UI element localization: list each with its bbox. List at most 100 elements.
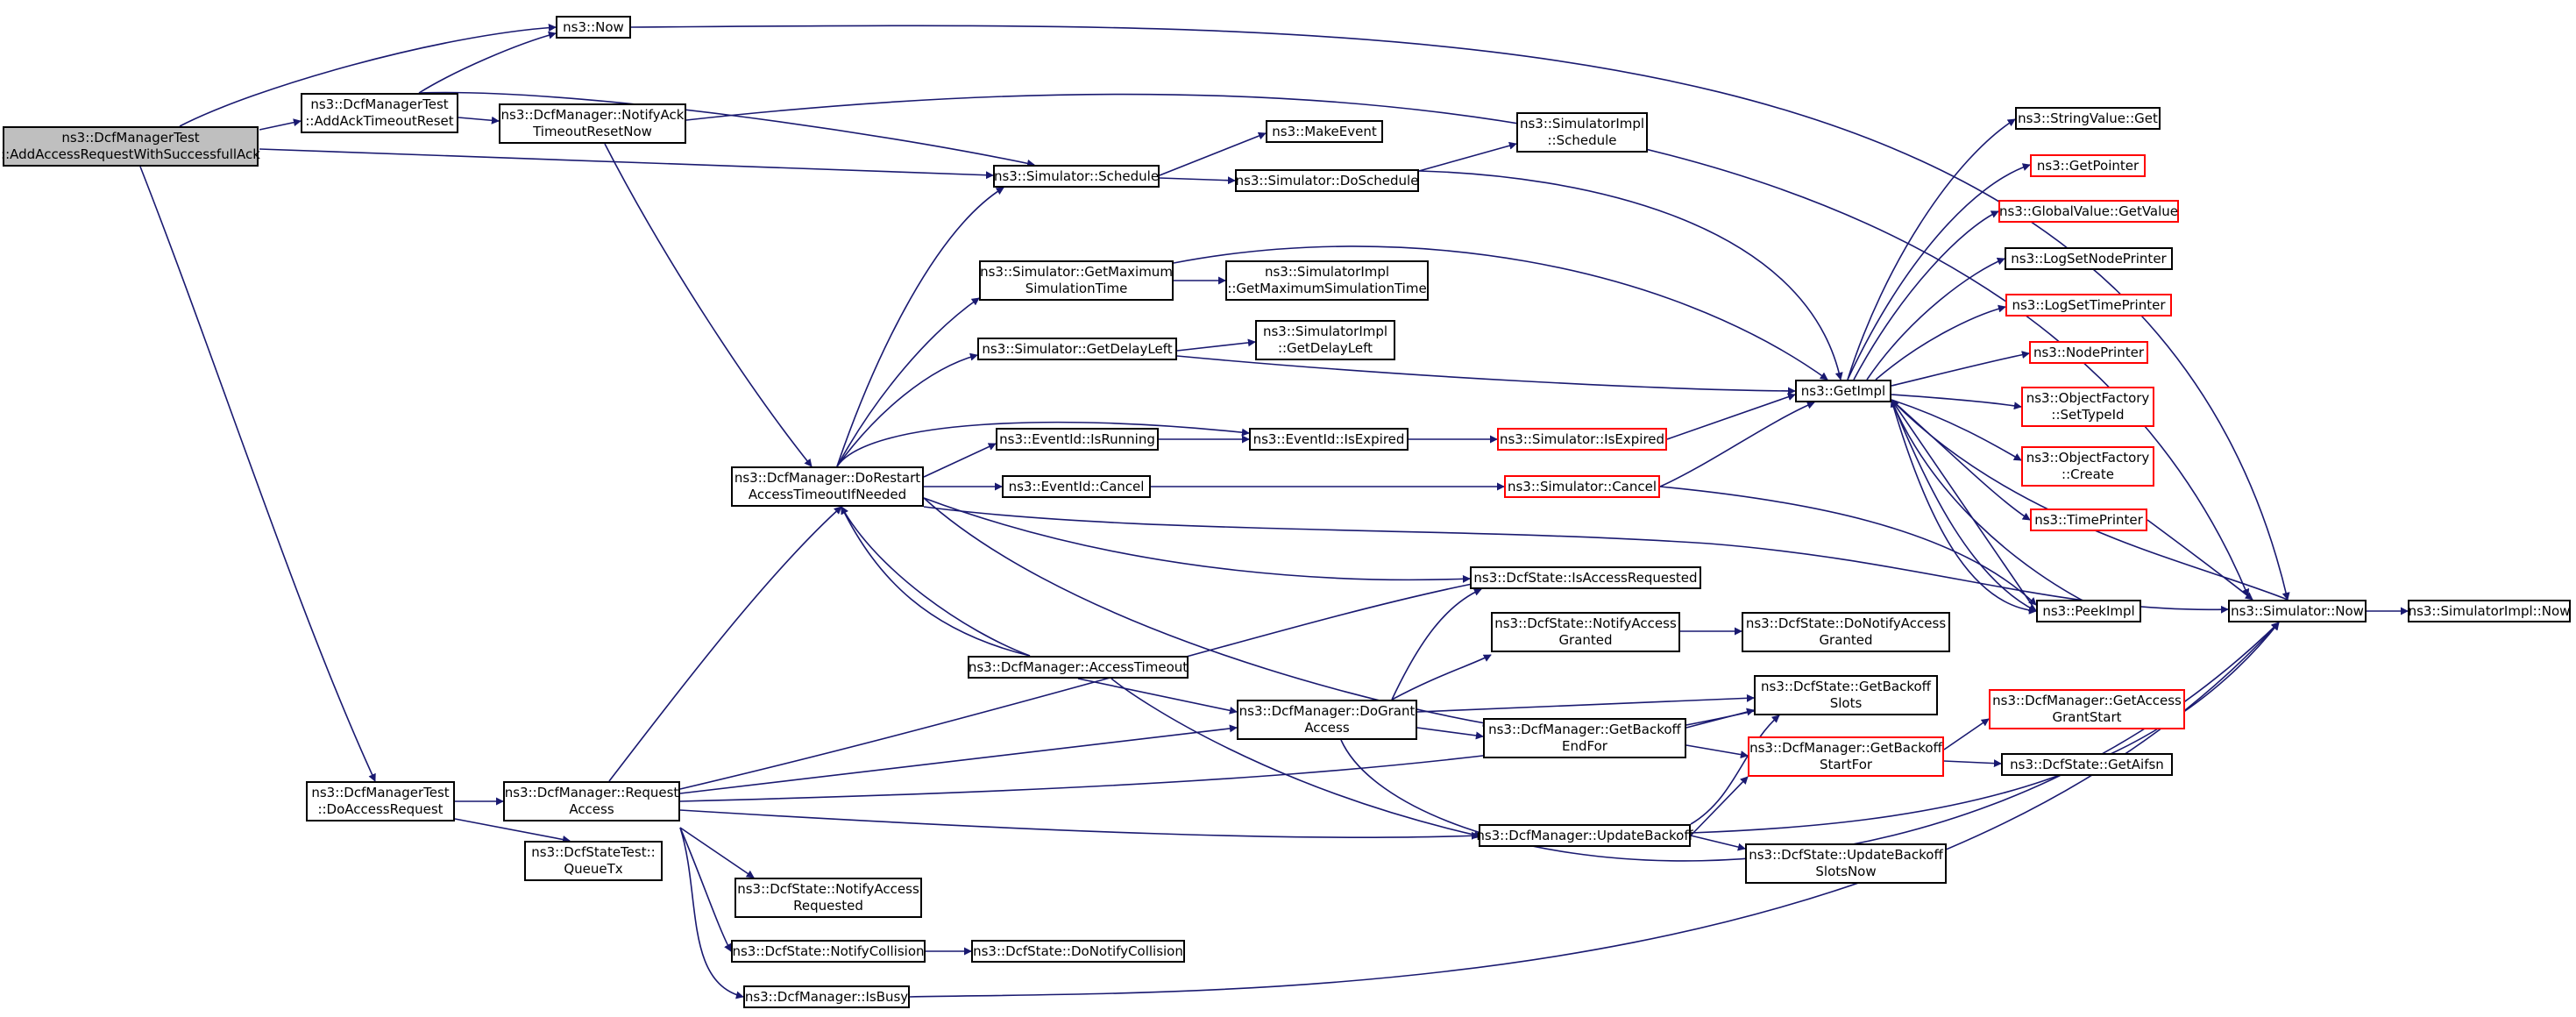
call-edge	[1418, 170, 1843, 380]
node-make-event[interactable]: ns3::MakeEvent	[1266, 120, 1383, 143]
call-edge	[679, 724, 1238, 794]
call-edge	[418, 91, 1035, 167]
node-simulator-now[interactable]: ns3::Simulator::Now	[2228, 600, 2367, 622]
node-log-set-time-printer[interactable]: ns3::LogSetTimePrinter	[2005, 294, 2172, 316]
call-edge	[841, 506, 1031, 657]
node-label-line: ns3::PeekImpl	[2042, 602, 2135, 619]
node-event-id-is-running[interactable]: ns3::EventId::IsRunning	[996, 428, 1159, 451]
call-edge	[1659, 401, 1815, 487]
call-edge	[1418, 141, 1517, 172]
node-label-line: ns3::Simulator::IsExpired	[1499, 430, 1665, 447]
node-label-line: ns3::DcfManager::UpdateBackoff	[1476, 827, 1693, 843]
call-edge	[1943, 759, 2002, 768]
call-edge	[1176, 338, 1256, 352]
node-label-line: ns3::DcfManager::Request	[504, 785, 679, 800]
node-label-line: ns3::DcfManager::DoGrant	[1238, 703, 1416, 719]
call-edge	[1891, 399, 2037, 615]
node-queue-tx[interactable]: ns3::DcfStateTest:: QueueTx	[524, 841, 663, 881]
node-label-line: ns3::SimulatorImpl	[1519, 116, 1645, 132]
call-edge	[836, 352, 978, 467]
call-edge	[1853, 210, 1999, 380]
node-update-backoff[interactable]: ns3::DcfManager::UpdateBackoff	[1476, 824, 1693, 847]
node-node-printer[interactable]: ns3::NodePrinter	[2029, 341, 2148, 364]
node-do-restart-access-timeout-if-needed[interactable]: ns3::DcfManager::DoRestart AccessTimeout…	[731, 466, 924, 507]
node-get-backoff-slots[interactable]: ns3::DcfState::GetBackoff Slots	[1754, 675, 1938, 715]
call-edge	[1176, 355, 1796, 395]
node-get-backoff-end-for[interactable]: ns3::DcfManager::GetBackoff EndFor	[1483, 718, 1686, 758]
node-object-factory-set-type-id[interactable]: ns3::ObjectFactory ::SetTypeId	[2021, 387, 2154, 427]
node-notify-ack-timeout-reset-now[interactable]: ns3::DcfManager::NotifyAck TimeoutResetN…	[499, 103, 686, 144]
node-simulator-impl-get-maximum-simulation-time[interactable]: ns3::SimulatorImpl ::GetMaximumSimulatio…	[1225, 260, 1429, 301]
node-is-access-requested[interactable]: ns3::DcfState::IsAccessRequested	[1470, 566, 1701, 589]
node-get-aifsn[interactable]: ns3::DcfState::GetAifsn	[2001, 753, 2173, 776]
call-edge	[1943, 718, 1990, 750]
node-notify-access-requested[interactable]: ns3::DcfState::NotifyAccess Requested	[734, 878, 922, 918]
node-label-line: ns3::Now	[563, 18, 624, 35]
node-simulator-impl-schedule[interactable]: ns3::SimulatorImpl ::Schedule	[1516, 112, 1648, 153]
call-edge	[1077, 678, 1238, 715]
node-simulator-impl-get-delay-left[interactable]: ns3::SimulatorImpl ::GetDelayLeft	[1255, 320, 1395, 360]
node-get-pointer[interactable]: ns3::GetPointer	[2030, 154, 2146, 177]
node-label-line: Slots	[1829, 695, 1863, 711]
node-get-access-grant-start[interactable]: ns3::DcfManager::GetAccess GrantStart	[1989, 689, 2185, 729]
call-edge	[836, 187, 1004, 467]
node-string-value-get[interactable]: ns3::StringValue::Get	[2015, 107, 2161, 130]
call-edge	[1391, 588, 1482, 701]
node-label-line: GrantStart	[2052, 709, 2122, 725]
node-label-line: ns3::DcfState::DoNotifyCollision	[973, 942, 1183, 959]
node-object-factory-create[interactable]: ns3::ObjectFactory ::Create	[2021, 446, 2154, 487]
node-add-ack-timeout-reset[interactable]: ns3::DcfManagerTest ::AddAckTimeoutReset	[301, 93, 458, 133]
node-notify-access-granted[interactable]: ns3::DcfState::NotifyAccess Granted	[1491, 612, 1680, 652]
call-edge	[841, 506, 1031, 657]
node-simulator-cancel[interactable]: ns3::Simulator::Cancel	[1504, 475, 1660, 498]
node-simulator-get-delay-left[interactable]: ns3::Simulator::GetDelayLeft	[977, 338, 1177, 360]
call-edge	[604, 143, 813, 467]
node-label-line: ns3::ObjectFactory	[2026, 450, 2150, 466]
call-edge	[2147, 519, 2253, 601]
node-event-id-is-expired[interactable]: ns3::EventId::IsExpired	[1249, 428, 1409, 451]
call-edge	[923, 506, 2229, 614]
node-label-line: ns3::GetImpl	[1800, 382, 1886, 399]
node-access-timeout[interactable]: ns3::DcfManager::AccessTimeout	[968, 656, 1189, 679]
node-do-grant-access[interactable]: ns3::DcfManager::DoGrant Access	[1237, 700, 1417, 740]
node-update-backoff-slots-now[interactable]: ns3::DcfState::UpdateBackoff SlotsNow	[1745, 843, 1947, 884]
node-log-set-node-printer[interactable]: ns3::LogSetNodePrinter	[2005, 247, 2173, 270]
node-label-line: ns3::DcfManager::AccessTimeout	[968, 658, 1189, 675]
node-time-printer[interactable]: ns3::TimePrinter	[2030, 508, 2147, 531]
node-do-notify-collision[interactable]: ns3::DcfState::DoNotifyCollision	[971, 940, 1185, 963]
call-edge	[1690, 835, 1746, 851]
call-edge	[179, 24, 557, 127]
call-edge	[1666, 393, 1796, 440]
node-label-line: ns3::DcfManager::GetBackoff	[1749, 740, 1942, 756]
node-label-line: Requested	[793, 898, 863, 914]
node-label-line: ns3::LogSetNodePrinter	[2011, 250, 2167, 267]
node-event-id-cancel[interactable]: ns3::EventId::Cancel	[1002, 475, 1151, 498]
call-edge	[1891, 399, 2289, 601]
node-label-line: ns3::SimulatorImpl::Now	[2408, 602, 2571, 619]
node-request-access[interactable]: ns3::DcfManager::Request Access	[503, 781, 680, 821]
node-peek-impl[interactable]: ns3::PeekImpl	[2036, 600, 2141, 622]
node-is-busy[interactable]: ns3::DcfManager::IsBusy	[743, 985, 910, 1008]
node-simulator-do-schedule[interactable]: ns3::Simulator::DoSchedule	[1235, 169, 1419, 192]
node-simulator-schedule[interactable]: ns3::Simulator::Schedule	[993, 165, 1160, 188]
node-notify-collision[interactable]: ns3::DcfState::NotifyCollision	[731, 940, 926, 963]
node-label-line: SimulationTime	[1025, 281, 1128, 296]
node-label-line: ns3::LogSetTimePrinter	[2012, 296, 2166, 313]
call-edge	[259, 148, 994, 180]
node-do-access-request[interactable]: ns3::DcfManagerTest ::DoAccessRequest	[306, 781, 455, 821]
node-get-backoff-start-for[interactable]: ns3::DcfManager::GetBackoff StartFor	[1748, 736, 1944, 777]
node-simulator-impl-now[interactable]: ns3::SimulatorImpl::Now	[2408, 600, 2571, 622]
node-now[interactable]: ns3::Now	[556, 16, 631, 39]
node-simulator-get-maximum-simulation-time[interactable]: ns3::Simulator::GetMaximum SimulationTim…	[979, 260, 1174, 301]
node-label-line: ns3::DcfState::DoNotifyAccess	[1745, 615, 1947, 631]
node-global-value-get-value[interactable]: ns3::GlobalValue::GetValue	[1998, 200, 2179, 223]
call-edge	[1866, 257, 2005, 380]
call-edge	[1391, 654, 1492, 701]
node-do-notify-access-granted[interactable]: ns3::DcfState::DoNotifyAccess Granted	[1742, 612, 1950, 652]
node-get-impl[interactable]: ns3::GetImpl	[1795, 380, 1891, 402]
node-label-line: ns3::DcfManager::GetAccess	[1992, 693, 2182, 708]
call-edge	[836, 297, 980, 467]
node-add-access-request-with-successfull-ack: ns3::DcfManagerTest ::AddAccessRequestWi…	[1, 126, 260, 167]
node-simulator-is-expired[interactable]: ns3::Simulator::IsExpired	[1497, 428, 1667, 451]
